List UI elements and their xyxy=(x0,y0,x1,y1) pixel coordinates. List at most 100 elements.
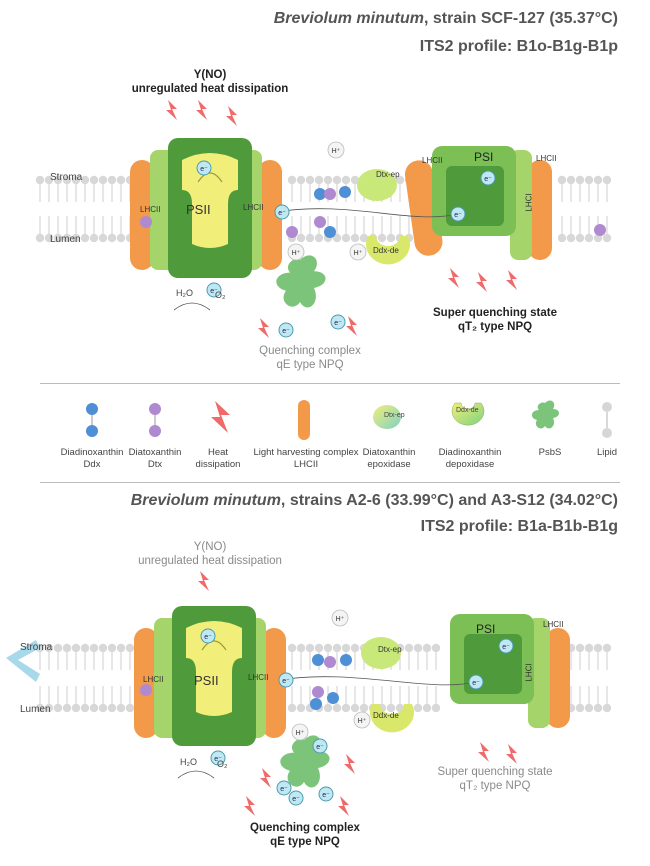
panel1-h2o: H₂O xyxy=(176,288,193,298)
panel1-stroma-label: Stroma xyxy=(50,172,83,183)
panel1-o2: O₂ xyxy=(215,290,226,300)
proton-symbol: H⁺ xyxy=(358,718,367,725)
lipid-head xyxy=(305,643,315,653)
lipid-head xyxy=(377,233,387,243)
lipid-head xyxy=(341,175,351,185)
divider-bottom xyxy=(40,482,620,483)
lipid-head xyxy=(296,703,306,713)
lipid-head xyxy=(98,233,108,243)
electron-icon xyxy=(210,750,226,766)
electron-transport-arrow xyxy=(278,676,477,686)
panel1-yno: Y(NO)unregulated heat dissipation xyxy=(131,69,289,95)
lipid-head xyxy=(80,175,90,185)
heat-dissipation-icon xyxy=(260,768,271,788)
lipid-head xyxy=(413,703,423,713)
electron-icon xyxy=(274,204,290,220)
heat-dissipation-icon xyxy=(478,742,489,762)
electron-symbol: e⁻ xyxy=(214,756,222,763)
electron-symbol: e⁻ xyxy=(472,680,480,687)
lipid-head xyxy=(125,703,135,713)
ddx-pigment xyxy=(339,186,351,198)
heat-dissipation-icon xyxy=(346,316,357,336)
lipid-head xyxy=(359,703,369,713)
lipid-head xyxy=(44,643,54,653)
electron-icon xyxy=(200,628,216,644)
psbs-icon xyxy=(276,255,326,308)
lipid-head xyxy=(584,643,594,653)
heat-dissipation-icon xyxy=(196,100,207,120)
lipid-head xyxy=(71,175,81,185)
legend-icons xyxy=(86,400,612,440)
dtx-pigment xyxy=(594,224,606,236)
electron-symbol: e⁻ xyxy=(204,634,212,641)
electron-symbol: e⁻ xyxy=(280,786,288,793)
lipid-head xyxy=(98,643,108,653)
lipid-head xyxy=(602,175,612,185)
lipid-head xyxy=(386,703,396,713)
lipid-head xyxy=(89,233,99,243)
lipid-head xyxy=(62,703,72,713)
heat-icon xyxy=(211,401,230,433)
ddx-pigment xyxy=(340,654,352,666)
heat-dissipation-icon xyxy=(506,270,517,290)
lipid-head xyxy=(566,233,576,243)
lipid-head xyxy=(350,233,360,243)
electron-icon xyxy=(288,790,304,806)
electron-symbol: e⁻ xyxy=(454,212,462,219)
heat-dissipation-icon xyxy=(338,796,349,816)
lipid-head xyxy=(107,233,117,243)
lipid-head xyxy=(89,175,99,185)
lhcii-icon xyxy=(298,400,310,440)
panel2-psi-lhcii: LHCII xyxy=(543,620,564,629)
arrow-chevron-icon xyxy=(6,640,40,682)
heat-dissipation-icon xyxy=(166,100,177,120)
lipid-head xyxy=(323,175,333,185)
lipid-head xyxy=(89,703,99,713)
ddx-depoxidase-icon xyxy=(370,704,415,733)
lipid-head xyxy=(350,703,360,713)
lipid-head xyxy=(116,643,126,653)
ddx-depoxidase-icon xyxy=(366,236,410,265)
lipid-head xyxy=(296,643,306,653)
lipid-head xyxy=(44,703,54,713)
dtx-pigment xyxy=(324,188,336,200)
ddx-pigment xyxy=(324,226,336,238)
lipid-head xyxy=(341,643,351,653)
lipid-head xyxy=(107,643,117,653)
lipid-head xyxy=(287,703,297,713)
panel2-h2o: H₂O xyxy=(180,757,197,767)
lhcii-left-icon xyxy=(134,628,158,738)
dtx-pigment xyxy=(324,656,336,668)
dtx-pigment xyxy=(140,684,152,696)
electron-symbol: e⁻ xyxy=(502,644,510,651)
lhcii-right-icon xyxy=(262,628,286,738)
lipid-head xyxy=(557,233,567,243)
lipid-head xyxy=(80,643,90,653)
heat-dissipation-icon xyxy=(476,272,487,292)
lipid-head xyxy=(332,703,342,713)
lipid-head xyxy=(44,175,54,185)
lipid-head xyxy=(296,175,306,185)
electron-icon xyxy=(276,780,292,796)
psbs-icon xyxy=(531,400,559,429)
lipid-head xyxy=(53,233,63,243)
panel2-psii-label: PSII xyxy=(194,673,219,688)
panel1-ddx-de-label: Ddx-de xyxy=(373,246,399,255)
ddx-pigment xyxy=(312,654,324,666)
panel1-dtx-ep-label: Dtx-ep xyxy=(376,170,400,179)
electron-icon xyxy=(468,674,484,690)
panel1-psi-label: PSI xyxy=(474,150,494,164)
lipid-head xyxy=(341,233,351,243)
lhcii-left-icon xyxy=(130,160,154,270)
lipid-head xyxy=(107,703,117,713)
lipid-head xyxy=(395,175,405,185)
psii-reaction-center xyxy=(186,621,242,716)
lipid-head xyxy=(62,643,72,653)
panel1-its2-profile: ITS2 profile: B1o-B1g-B1p xyxy=(419,38,618,55)
electron-symbol: e⁻ xyxy=(292,796,300,803)
electron-transport-arrow xyxy=(274,208,459,218)
electron-icon xyxy=(450,206,466,222)
